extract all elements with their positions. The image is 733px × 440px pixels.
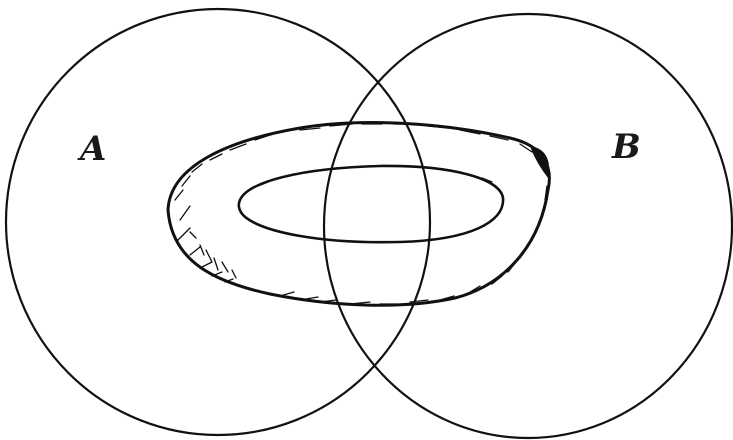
label-a: A — [77, 129, 106, 169]
torus-shape — [168, 123, 549, 306]
circle-a — [6, 9, 430, 435]
torus-hole-shading — [258, 166, 500, 192]
torus-dark-spot — [530, 146, 549, 178]
circle-b — [324, 14, 732, 438]
label-b: B — [611, 127, 641, 167]
torus-outer-edge — [168, 123, 549, 306]
torus-inner-hole — [239, 166, 503, 242]
torus-shading — [175, 124, 547, 304]
